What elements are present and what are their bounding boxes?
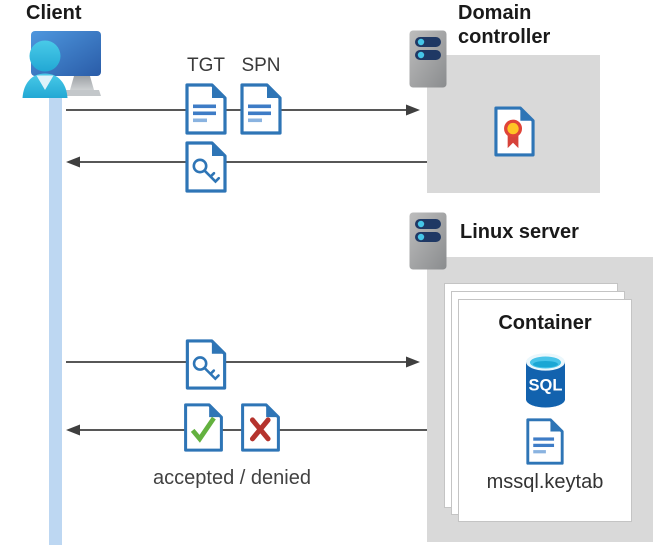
arrowhead-left-1 — [66, 156, 80, 168]
client-label: Client — [26, 2, 82, 24]
sql-logo-text: SQL — [529, 377, 563, 395]
key-ticket-document-icon — [185, 141, 227, 193]
sql-database-icon: SQL — [526, 353, 565, 408]
key-ticket-document-icon-2 — [185, 339, 227, 390]
client-lifeline — [49, 92, 62, 545]
container-card — [458, 299, 632, 522]
tgt-document-icon — [185, 83, 227, 135]
accepted-denied-label: accepted / denied — [153, 467, 311, 489]
domain-controller-label: Domain controller — [458, 2, 551, 49]
linux-server-label: Linux server — [460, 221, 579, 243]
certificate-document-icon — [494, 106, 535, 157]
linux-server-icon — [409, 212, 447, 270]
keytab-document-icon — [526, 416, 564, 467]
tgt-label: TGT — [187, 55, 225, 76]
arrowhead-right-2 — [406, 356, 420, 368]
keytab-file-label: mssql.keytab — [486, 471, 604, 493]
spn-document-icon — [240, 83, 282, 135]
container-label: Container — [498, 312, 592, 334]
arrowhead-right-1 — [406, 104, 420, 116]
denied-cross-document-icon — [240, 403, 281, 452]
domain-controller-server-icon — [409, 30, 447, 88]
arrowhead-left-2 — [66, 424, 80, 436]
spn-label: SPN — [241, 55, 281, 76]
client-device-icon — [8, 26, 103, 98]
accepted-check-document-icon — [183, 403, 224, 452]
